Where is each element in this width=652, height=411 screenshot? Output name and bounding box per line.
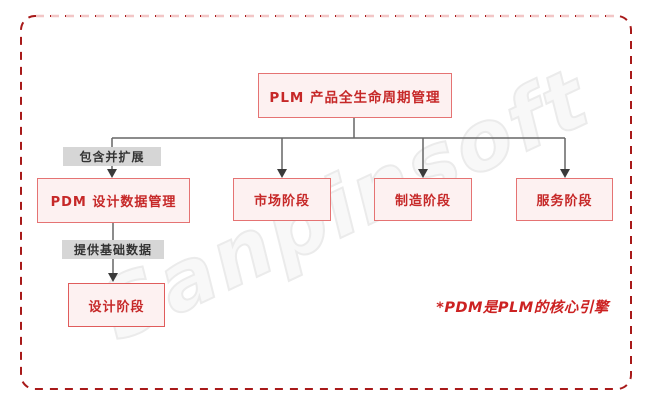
node-manufacturing-stage: 制造阶段	[374, 178, 472, 221]
node-design-stage-label: 设计阶段	[88, 299, 145, 315]
node-service-stage-label: 服务阶段	[536, 194, 593, 209]
edge-label-provide-base-data: 提供基础数据	[62, 240, 164, 259]
node-service-stage: 服务阶段	[516, 178, 613, 221]
node-market-stage: 市场阶段	[233, 178, 331, 221]
node-plm-label: PLM 产品全生命周期管理	[269, 89, 441, 106]
node-plm: PLM 产品全生命周期管理	[258, 73, 452, 118]
footnote: *PDM是PLM的核心引擎	[430, 295, 615, 317]
node-manufacturing-stage-label: 制造阶段	[394, 194, 451, 209]
node-pdm: PDM 设计数据管理	[37, 178, 190, 223]
arrowhead-icons	[107, 169, 570, 282]
node-pdm-label: PDM 设计数据管理	[50, 195, 177, 210]
node-market-stage-label: 市场阶段	[253, 194, 310, 209]
edge-label-include-extend: 包含并扩展	[63, 147, 161, 166]
edge-label-include-extend-text: 包含并扩展	[79, 150, 145, 164]
edge-label-provide-base-data-text: 提供基础数据	[73, 243, 152, 257]
node-design-stage: 设计阶段	[68, 283, 165, 327]
footnote-text: *PDM是PLM的核心引擎	[436, 299, 609, 316]
